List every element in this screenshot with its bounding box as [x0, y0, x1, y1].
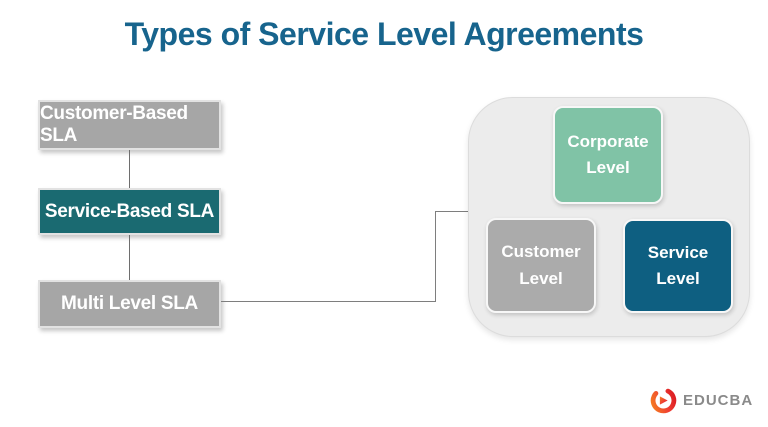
level-box-corporate: Corporate Level: [553, 106, 663, 204]
flow-box-multi-level-sla: Multi Level SLA: [38, 280, 221, 328]
level-box-service: Service Level: [623, 219, 733, 313]
educba-logo: EDUCBA: [650, 387, 753, 414]
multi-level-detail-panel: Corporate Level Customer Level Service L…: [468, 97, 750, 337]
flow-box-label: Multi Level SLA: [61, 293, 198, 314]
educba-logo-text: EDUCBA: [683, 392, 754, 409]
connector-service-to-multi: [129, 235, 130, 280]
flow-box-label: Customer-Based SLA: [40, 103, 188, 146]
connector-multi-to-panel-vertical: [435, 211, 436, 302]
level-box-label: Corporate Level: [567, 131, 649, 177]
level-box-customer: Customer Level: [486, 218, 596, 313]
level-box-label: Customer Level: [501, 242, 581, 288]
connector-multi-to-panel-entry: [435, 211, 469, 212]
flow-box-label: Service-Based SLA: [44, 200, 215, 222]
connector-customer-to-service: [129, 150, 130, 188]
level-box-label: Service Level: [647, 242, 709, 288]
page-title: Types of Service Level Agreements: [124, 16, 644, 52]
connector-multi-to-panel-horizontal: [221, 301, 435, 302]
educba-swirl-icon: [650, 387, 677, 414]
flow-box-customer-based-sla: Customer-Based SLA: [38, 100, 221, 150]
flow-box-service-based-sla: Service-Based SLA: [38, 188, 221, 235]
